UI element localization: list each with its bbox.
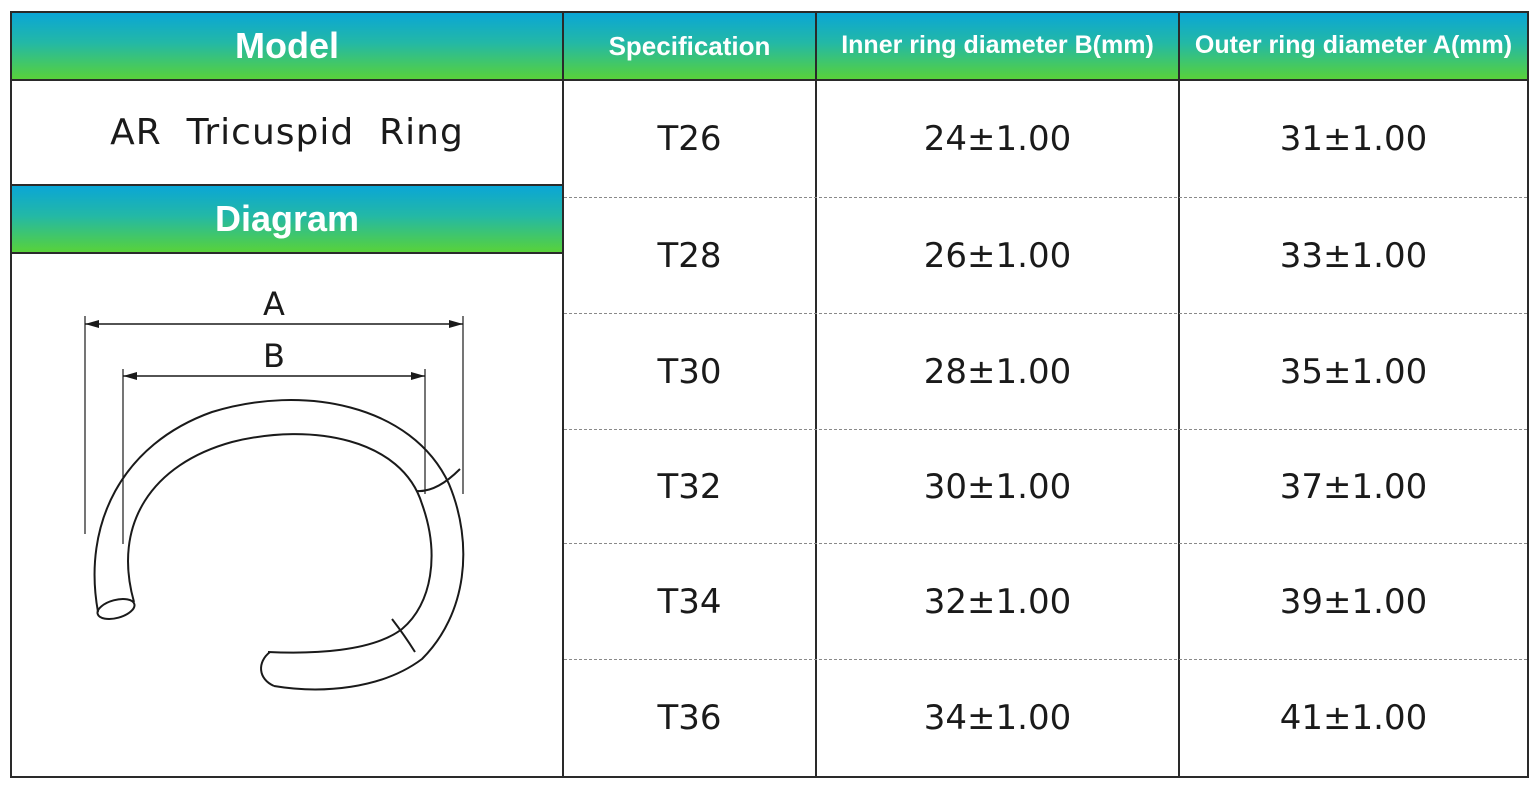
outer-cell: 37±1.00 — [1279, 466, 1428, 507]
diagram-header-bottom-line — [10, 252, 564, 254]
model-header-label: Model — [235, 25, 339, 66]
ring-segment-mark — [391, 618, 416, 653]
dimension-a-label: A — [263, 285, 285, 323]
outer-cell: 35±1.00 — [1279, 351, 1428, 392]
diagram-header: Diagram — [12, 186, 562, 252]
model-column-divider — [562, 11, 564, 778]
outer-cell: 33±1.00 — [1279, 235, 1428, 276]
outer-cell: 39±1.00 — [1279, 581, 1428, 622]
outer-cell: 31±1.00 — [1279, 119, 1428, 159]
spec-table — [10, 11, 1529, 778]
inner-cell: 26±1.00 — [923, 235, 1072, 276]
inner-column-divider — [1178, 11, 1180, 778]
spec-cell: T28 — [657, 235, 722, 276]
row-divider — [564, 197, 1527, 198]
inner-cell: 30±1.00 — [923, 466, 1072, 507]
row-divider — [564, 313, 1527, 314]
outer-diameter-header: Outer ring diameter A(mm) — [1194, 31, 1513, 59]
table-row: T36 34±1.00 41±1.00 — [564, 660, 1529, 776]
model-name: AR Tricuspid Ring — [110, 112, 464, 153]
ring-outer-edge — [93, 399, 465, 691]
diagram-header-label: Diagram — [214, 198, 360, 239]
inner-cell: 32±1.00 — [923, 581, 1072, 622]
inner-cell: 24±1.00 — [923, 119, 1072, 159]
spec-cell: T26 — [657, 119, 722, 159]
ring-left-end-cap — [96, 598, 136, 620]
inner-cell: 34±1.00 — [923, 698, 1072, 738]
model-bottom-line — [10, 184, 564, 186]
header-bottom-line — [10, 79, 1529, 81]
table-row: T34 32±1.00 39±1.00 — [564, 544, 1529, 659]
spec-cell: T36 — [657, 698, 722, 738]
row-divider — [564, 429, 1527, 430]
spec-cell: T30 — [657, 351, 722, 392]
spec-column-divider — [815, 11, 817, 778]
dimension-b-label: B — [263, 337, 285, 375]
spec-column-headers: Specification Inner ring diameter B(mm) … — [564, 13, 1527, 79]
ring-right-end-cap — [260, 651, 275, 687]
specification-header: Specification — [608, 31, 771, 61]
outer-cell: 41±1.00 — [1279, 698, 1428, 738]
spec-cell: T34 — [657, 581, 722, 622]
model-header: Model — [12, 13, 562, 79]
spec-cell: T32 — [657, 466, 722, 507]
inner-cell: 28±1.00 — [923, 351, 1072, 392]
ring-diagram: A B — [84, 285, 465, 691]
ring-inner-edge — [127, 433, 433, 654]
table-row: T28 26±1.00 33±1.00 — [564, 198, 1529, 313]
ring-segment-mark — [416, 468, 461, 493]
table-row: T32 30±1.00 37±1.00 — [564, 430, 1529, 543]
row-divider — [564, 543, 1527, 544]
table-row: T30 28±1.00 35±1.00 — [564, 314, 1529, 429]
table-row: T26 24±1.00 31±1.00 — [564, 81, 1529, 197]
row-divider — [564, 659, 1527, 660]
inner-diameter-header: Inner ring diameter B(mm) — [841, 31, 1154, 59]
